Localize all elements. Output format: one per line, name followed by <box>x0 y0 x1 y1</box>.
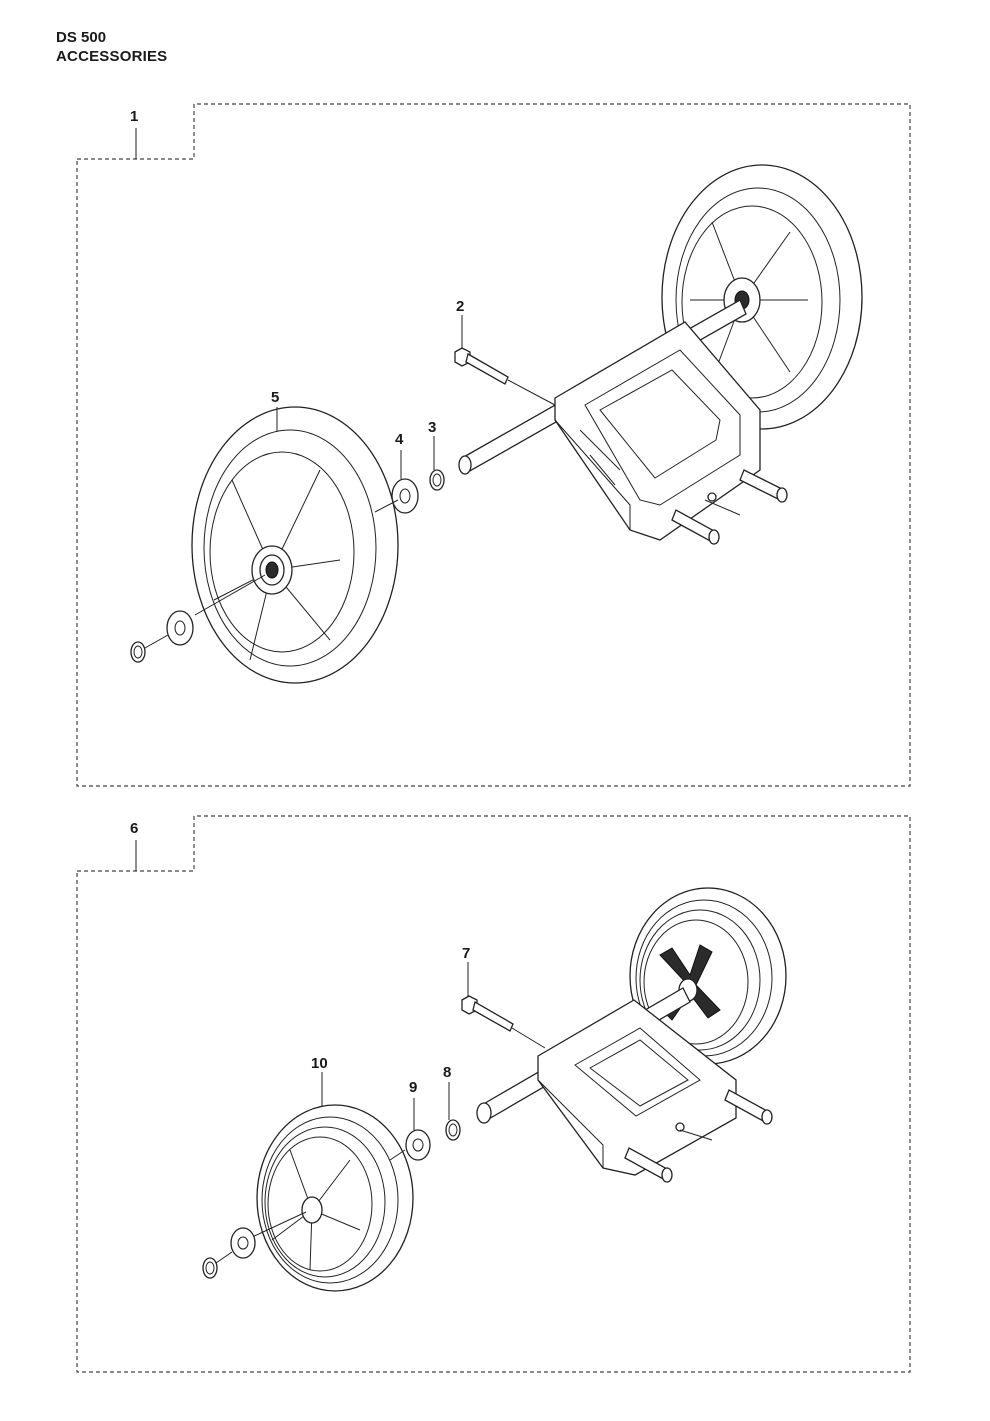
callout-5[interactable]: 5 <box>271 389 279 406</box>
page-header: DS 500 ACCESSORIES <box>56 28 167 66</box>
callout-1[interactable]: 1 <box>130 108 138 125</box>
outer-washer-6 <box>202 1227 256 1279</box>
part-5-wheel <box>191 406 399 684</box>
part-2-bolt <box>454 315 556 406</box>
part-8-circlip <box>445 1082 461 1141</box>
axle-bracket <box>554 321 788 545</box>
assembly-6-group: 6 <box>76 815 911 1373</box>
section-title: ACCESSORIES <box>56 48 168 65</box>
model-title: DS 500 <box>56 29 107 46</box>
callout-4[interactable]: 4 <box>395 431 404 448</box>
part-3-circlip <box>429 436 445 491</box>
callout-6[interactable]: 6 <box>130 820 138 837</box>
axle-bracket-6 <box>537 999 773 1183</box>
callout-10[interactable]: 10 <box>311 1055 328 1072</box>
callout-7[interactable]: 7 <box>462 945 470 962</box>
assembly-6-frame <box>76 815 911 1373</box>
assembly-1-group: 1 <box>76 103 911 787</box>
callout-2[interactable]: 2 <box>456 298 464 315</box>
callout-8[interactable]: 8 <box>443 1064 451 1081</box>
callout-3[interactable]: 3 <box>428 419 436 436</box>
callout-9[interactable]: 9 <box>409 1079 417 1096</box>
assembly-1-frame <box>76 103 911 787</box>
part-10-wheel <box>249 1072 414 1292</box>
part-4-washer <box>391 450 419 514</box>
part-7-bolt <box>461 962 546 1049</box>
part-9-washer <box>405 1098 431 1161</box>
outer-washer-1 <box>130 610 194 663</box>
